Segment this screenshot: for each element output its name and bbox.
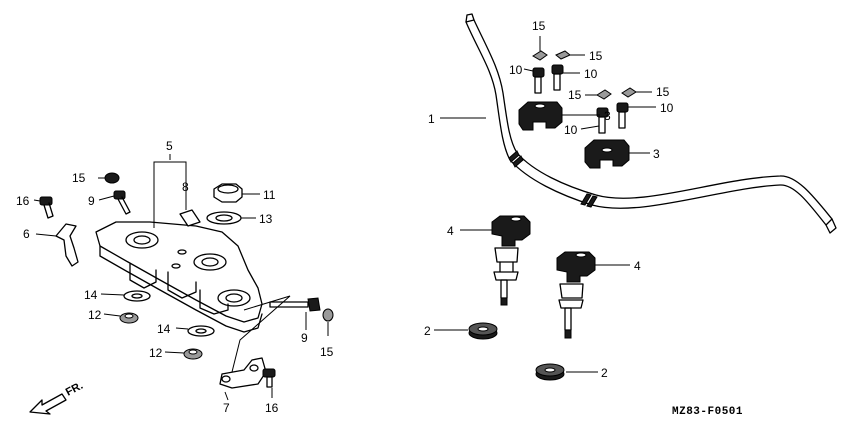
callout-14-a: 14 xyxy=(84,288,98,302)
nut-12-a xyxy=(119,312,139,324)
handlebar xyxy=(465,13,837,234)
callout-3-a: 3 xyxy=(604,109,611,123)
callout-13: 13 xyxy=(259,212,273,226)
callout-15-a: 15 xyxy=(72,171,86,185)
rubber-bushing-2 xyxy=(535,363,565,381)
callout-9-b: 9 xyxy=(301,331,308,345)
callout-7: 7 xyxy=(223,401,230,415)
washer-14-b xyxy=(187,325,215,337)
callout-6: 6 xyxy=(23,227,30,241)
callout-15-d: 15 xyxy=(589,49,603,63)
upper-holder-1 xyxy=(518,101,563,131)
washer-14-a xyxy=(123,290,151,302)
washer-13 xyxy=(206,211,242,225)
upper-holder-2 xyxy=(584,139,630,169)
callout-10-c: 10 xyxy=(660,101,674,115)
holder-bolt-4 xyxy=(616,102,629,129)
cap-15-b xyxy=(555,50,571,60)
nut-12-b xyxy=(183,348,203,360)
cap-15-c xyxy=(596,89,612,100)
callout-2-a: 2 xyxy=(424,324,431,338)
callout-14-b: 14 xyxy=(157,322,171,336)
lower-holder-1 xyxy=(491,215,531,306)
holder-bolt-1 xyxy=(532,67,545,94)
bolt-16-lower xyxy=(262,368,276,388)
cap-15-left xyxy=(104,172,120,184)
callout-12-a: 12 xyxy=(88,308,102,322)
bracket-7 xyxy=(219,357,267,389)
cap-15-a xyxy=(532,50,548,61)
callout-labels: 1 2 2 3 3 4 4 5 6 7 8 9 9 10 10 10 10 11… xyxy=(16,19,674,415)
tab-plate xyxy=(179,209,201,227)
callout-10-a: 10 xyxy=(509,63,523,77)
rubber-bushing-1 xyxy=(468,322,498,340)
callout-16-a: 16 xyxy=(16,194,30,208)
callout-15-e: 15 xyxy=(568,88,582,102)
callout-1: 1 xyxy=(428,112,435,126)
front-arrow-icon xyxy=(29,393,67,415)
bolt-9-left xyxy=(113,190,131,215)
lower-holder-2 xyxy=(556,251,596,339)
callout-15-b: 15 xyxy=(320,345,334,359)
front-label: FR. xyxy=(64,380,85,399)
callout-9-a: 9 xyxy=(88,194,95,208)
cap-15-bolt xyxy=(322,308,334,322)
callout-12-b: 12 xyxy=(149,346,163,360)
diagram-code: MZ83-F0501 xyxy=(672,406,743,418)
callout-10-d: 10 xyxy=(564,123,578,137)
callout-8: 8 xyxy=(182,180,189,194)
bracket-6 xyxy=(55,223,79,267)
stem-nut xyxy=(213,183,243,203)
front-direction-indicator: FR. xyxy=(29,380,85,415)
callout-4-b: 4 xyxy=(634,259,641,273)
leader-lines xyxy=(33,36,656,401)
callout-11: 11 xyxy=(263,188,276,202)
pinch-bolt-9 xyxy=(269,297,321,312)
callout-15-c: 15 xyxy=(532,19,546,33)
callout-16-b: 16 xyxy=(265,401,279,415)
cap-15-d xyxy=(621,87,637,98)
callout-10-b: 10 xyxy=(584,67,598,81)
callout-2-b: 2 xyxy=(601,366,608,380)
callout-5: 5 xyxy=(166,139,173,153)
callout-4-a: 4 xyxy=(447,224,454,238)
callout-15-f: 15 xyxy=(656,85,670,99)
holder-bolt-2 xyxy=(551,64,564,91)
callout-3-b: 3 xyxy=(653,147,660,161)
bolt-16-left xyxy=(39,196,54,219)
